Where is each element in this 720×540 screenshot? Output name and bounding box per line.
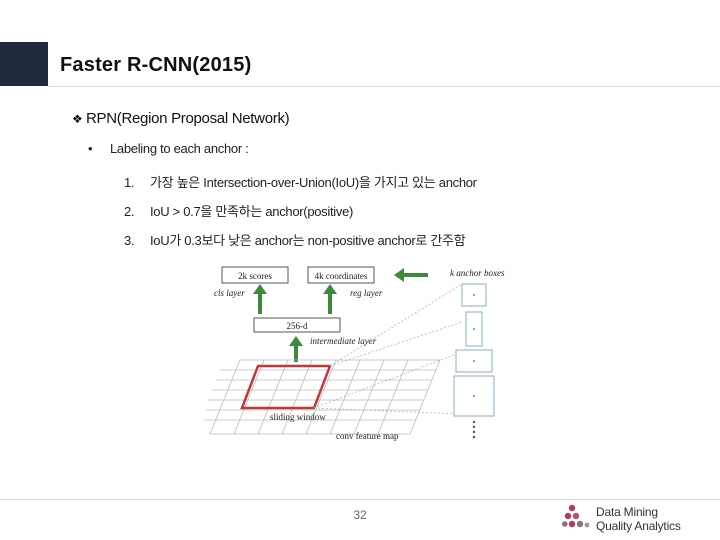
- item-number: 1.: [124, 175, 135, 190]
- vector-box: [253, 317, 341, 333]
- section-heading-text: RPN(Region Proposal Network): [86, 110, 290, 127]
- feature-map-label: conv feature map: [336, 431, 399, 441]
- feature-map-grid: [204, 359, 441, 435]
- cls-layer-label: cls layer: [214, 288, 245, 298]
- sliding-window-label: sliding window: [270, 412, 326, 422]
- numbered-item: 1. 가장 높은 Intersection-over-Union(IoU)을 가지…: [124, 172, 477, 191]
- item-number: 3.: [124, 233, 135, 248]
- numbered-item: 2. IoU > 0.7을 만족하는 anchor(positive): [124, 201, 353, 220]
- rpn-diagram: 2k scores 4k coordinates k anchor boxes …: [204, 266, 505, 441]
- ellipsis-dots-icon: [472, 420, 476, 439]
- coordinates-box: [307, 266, 375, 284]
- page-number: 32: [353, 508, 367, 522]
- section-heading: ❖RPN(Region Proposal Network): [72, 110, 290, 127]
- item-number: 2.: [124, 204, 135, 219]
- bullet-dot-icon: •: [88, 141, 93, 156]
- title-accent-block: [0, 42, 48, 86]
- item-text: 가장 높은 Intersection-over-Union(IoU)을 가지고 …: [150, 175, 477, 190]
- vector-label: 256-d: [287, 321, 308, 331]
- logo-mark-icon: [562, 504, 590, 528]
- intermediate-layer-label: intermediate layer: [310, 336, 377, 346]
- logo-text-line1: Data Mining: [596, 505, 658, 519]
- slide-title: Faster R-CNN(2015): [60, 54, 252, 76]
- item-text: IoU가 0.3보다 낮은 anchor는 non-positive ancho…: [150, 233, 466, 248]
- anchor-connectors: [313, 283, 463, 415]
- coordinates-label: 4k coordinates: [315, 271, 368, 281]
- scores-label: 2k scores: [238, 271, 272, 281]
- bullet-item: • Labeling to each anchor :: [88, 141, 249, 156]
- scores-box: [221, 266, 289, 284]
- footer-divider: [0, 499, 720, 500]
- numbered-item: 3. IoU가 0.3보다 낮은 anchor는 non-positive anc…: [124, 230, 466, 249]
- title-divider: [48, 86, 720, 87]
- item-text: IoU > 0.7을 만족하는 anchor(positive): [150, 204, 354, 219]
- anchor-boxes-label: k anchor boxes: [450, 268, 505, 278]
- sliding-window-box: [240, 364, 332, 410]
- logo-text-line2: Quality Analytics: [596, 519, 681, 533]
- reg-layer-label: reg layer: [350, 288, 383, 298]
- diamond-bullet-icon: ❖: [72, 112, 83, 126]
- bullet-text: Labeling to each anchor :: [110, 141, 249, 156]
